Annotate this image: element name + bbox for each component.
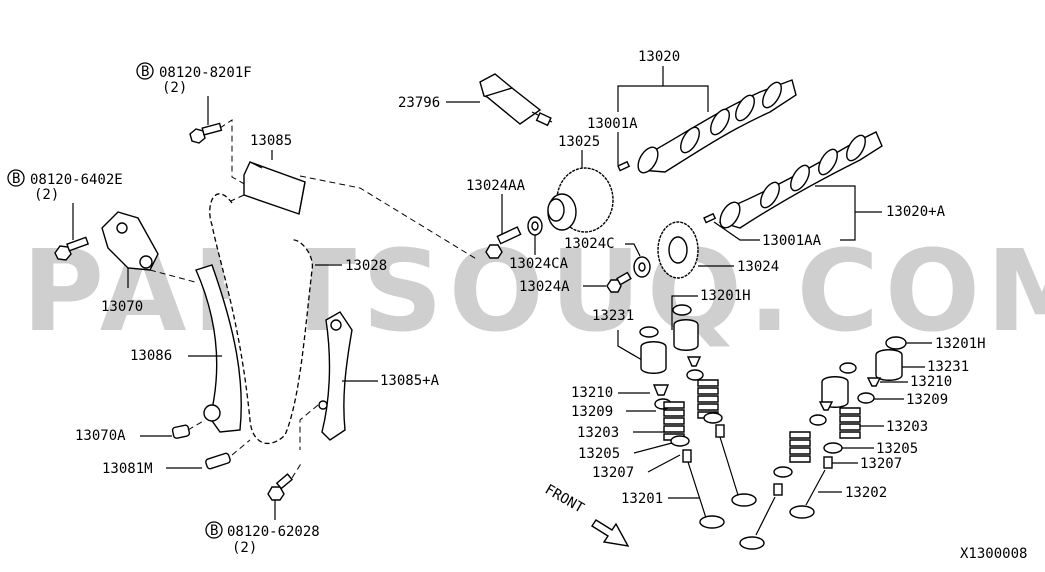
pin-13081M[interactable]: 13081M (102, 452, 231, 477)
bolt-6402E-part[interactable] (54, 236, 90, 261)
label-13085A: 13085+A (380, 373, 440, 389)
label-front: FRONT (542, 482, 587, 517)
retainer-13210-right[interactable]: 13210 (818, 374, 952, 411)
circle-b-marker-2: B (12, 171, 20, 187)
label-13209-left: 13209 (571, 404, 613, 420)
label-13210-left: 13210 (571, 385, 613, 401)
shim-13201H-right[interactable]: 13201H (885, 336, 986, 352)
circle-b-marker-3: B (210, 523, 218, 539)
chain-tensioner-13070[interactable]: 13070 (101, 211, 159, 315)
label-23796: 23796 (398, 95, 440, 111)
camshaft-sprocket-13025[interactable]: 13025 (547, 134, 614, 233)
label-13024A: 13024A (519, 279, 570, 295)
label-13201H-right: 13201H (935, 336, 986, 352)
front-direction-marker: FRONT (542, 482, 630, 547)
bolt-13024AA[interactable]: 13024AA (466, 178, 526, 259)
label-08120-8201F: 08120-8201F (159, 65, 252, 81)
diagram-code: X1300008 (960, 546, 1027, 562)
tension-guide-13085A[interactable]: 13085+A (318, 311, 440, 441)
label-13086: 13086 (130, 348, 172, 364)
washer-13024C[interactable]: 13024C (564, 236, 651, 278)
bolt-62028-part[interactable] (267, 473, 293, 520)
label-13231-left: 13231 (592, 308, 634, 324)
slack-guide-13086[interactable]: 13086 (130, 264, 242, 433)
label-13231-right: 13231 (927, 359, 969, 375)
label-13070A: 13070A (75, 428, 126, 444)
camshaft-sprocket-13024[interactable]: 13024 (657, 221, 779, 279)
dowel-13001A[interactable]: 13001A (587, 116, 638, 172)
label-13210-right: 13210 (910, 374, 952, 390)
label-qty-6402E: (2) (34, 187, 59, 203)
valve-13202[interactable]: 13202 (739, 469, 887, 550)
label-13001A: 13001A (587, 116, 638, 132)
retainer-13210-left[interactable]: 13210 (571, 356, 702, 401)
valve-lifter-13231-right[interactable]: 13231 (821, 349, 969, 408)
label-13024C: 13024C (564, 236, 615, 252)
bolt-13024A[interactable]: 13024A (519, 271, 632, 295)
label-13201: 13201 (621, 491, 663, 507)
label-13020: 13020 (638, 49, 680, 65)
camshaft-13020[interactable]: 13020 (617, 49, 797, 176)
valve-lifter-13231-left[interactable]: 13231 (592, 308, 699, 374)
label-13203-right: 13203 (886, 419, 928, 435)
label-13202: 13202 (845, 485, 887, 501)
chain-guide-13085[interactable]: 13085 (243, 133, 306, 215)
valve-spring-13203-right[interactable]: 13203 (789, 407, 928, 463)
label-13205-left: 13205 (578, 446, 620, 462)
label-13207-right: 13207 (860, 456, 902, 472)
cam-sensor-23796[interactable]: 23796 (398, 73, 553, 127)
camshaft-13020A[interactable]: 13020+A (716, 131, 946, 241)
label-13024CA: 13024CA (509, 256, 569, 272)
pin-13070A[interactable]: 13070A (75, 424, 191, 444)
label-13024AA: 13024AA (466, 178, 526, 194)
shim-13201H-left[interactable]: 13201H (639, 288, 751, 338)
valve-spring-13203-left[interactable]: 13203 (577, 379, 719, 441)
label-13081M: 13081M (102, 461, 153, 477)
label-13028: 13028 (345, 258, 387, 274)
bolt-08120-8201F-callout[interactable]: B 08120-8201F (2) (136, 62, 252, 125)
spring-seat-13205-left[interactable]: 13205 (578, 412, 723, 462)
bolt-08120-62028-callout[interactable]: B 08120-62028 (2) (205, 521, 320, 556)
label-13024: 13024 (737, 259, 779, 275)
timing-chain-13028[interactable]: 13028 (209, 193, 387, 444)
collet-13209-right[interactable]: 13209 (809, 392, 948, 426)
label-13025: 13025 (558, 134, 600, 150)
label-qty-8201F: (2) (162, 80, 187, 96)
label-08120-6402E: 08120-6402E (30, 172, 123, 188)
dowel-13001AA[interactable]: 13001AA (703, 212, 822, 249)
label-08120-62028: 08120-62028 (227, 524, 320, 540)
label-13207-left: 13207 (592, 465, 634, 481)
valve-13201[interactable]: 13201 (621, 436, 757, 529)
label-13070: 13070 (101, 299, 143, 315)
label-13201H-left: 13201H (700, 288, 751, 304)
bolt-08120-6402E-callout[interactable]: B 08120-6402E (2) (7, 169, 123, 240)
label-13203-left: 13203 (577, 425, 619, 441)
label-13020A: 13020+A (886, 204, 946, 220)
washer-13024CA[interactable]: 13024CA (509, 216, 569, 272)
label-13001AA: 13001AA (762, 233, 822, 249)
label-13085: 13085 (250, 133, 292, 149)
bolt-8201F-part[interactable] (189, 122, 223, 144)
valve-seal-13207-left[interactable]: 13207 (592, 424, 725, 481)
spring-seat-13205-right[interactable]: 13205 (773, 441, 918, 478)
watermark: PARTSOUQ.COM (22, 227, 1045, 357)
label-13209-right: 13209 (906, 392, 948, 408)
label-13205-right: 13205 (876, 441, 918, 457)
circle-b-marker: B (141, 64, 149, 80)
label-qty-62028: (2) (232, 540, 257, 556)
valve-seal-13207-right[interactable]: 13207 (773, 456, 902, 496)
